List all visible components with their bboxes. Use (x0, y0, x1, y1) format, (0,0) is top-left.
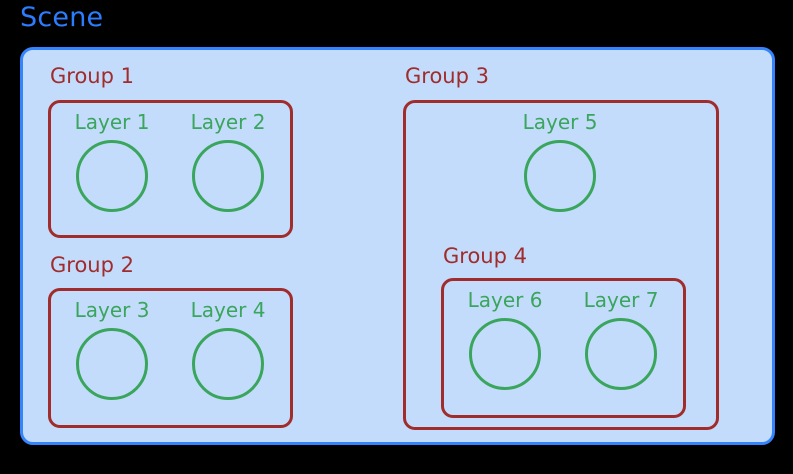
layer-node-layer-6[interactable]: Layer 6 (457, 290, 553, 390)
circle-icon (585, 318, 657, 390)
group-container-group-3[interactable] (403, 100, 719, 430)
group-container-group-2[interactable] (48, 288, 293, 428)
layer-label: Layer 6 (467, 288, 543, 312)
circle-icon (76, 328, 148, 400)
layer-node-layer-4[interactable]: Layer 4 (180, 300, 276, 400)
group-title-group-2: Group 2 (50, 253, 134, 277)
layer-label: Layer 3 (74, 298, 150, 322)
layer-label: Layer 7 (583, 288, 659, 312)
circle-icon (469, 318, 541, 390)
layer-label: Layer 5 (522, 110, 598, 134)
layer-node-layer-1[interactable]: Layer 1 (64, 112, 160, 212)
layer-node-layer-3[interactable]: Layer 3 (64, 300, 160, 400)
circle-icon (192, 328, 264, 400)
circle-icon (524, 140, 596, 212)
group-container-group-1[interactable] (48, 100, 293, 238)
group-title-group-1: Group 1 (50, 64, 134, 88)
circle-icon (76, 140, 148, 212)
scene-title: Scene (20, 2, 104, 33)
circle-icon (192, 140, 264, 212)
group-title-group-4: Group 4 (443, 244, 527, 268)
group-title-group-3: Group 3 (405, 64, 489, 88)
layer-node-layer-7[interactable]: Layer 7 (573, 290, 669, 390)
layer-label: Layer 4 (190, 298, 266, 322)
group-container-group-4[interactable] (441, 278, 686, 418)
scene-container[interactable] (20, 47, 775, 445)
layer-node-layer-5[interactable]: Layer 5 (512, 112, 608, 212)
layer-label: Layer 1 (74, 110, 150, 134)
layer-label: Layer 2 (190, 110, 266, 134)
layer-node-layer-2[interactable]: Layer 2 (180, 112, 276, 212)
